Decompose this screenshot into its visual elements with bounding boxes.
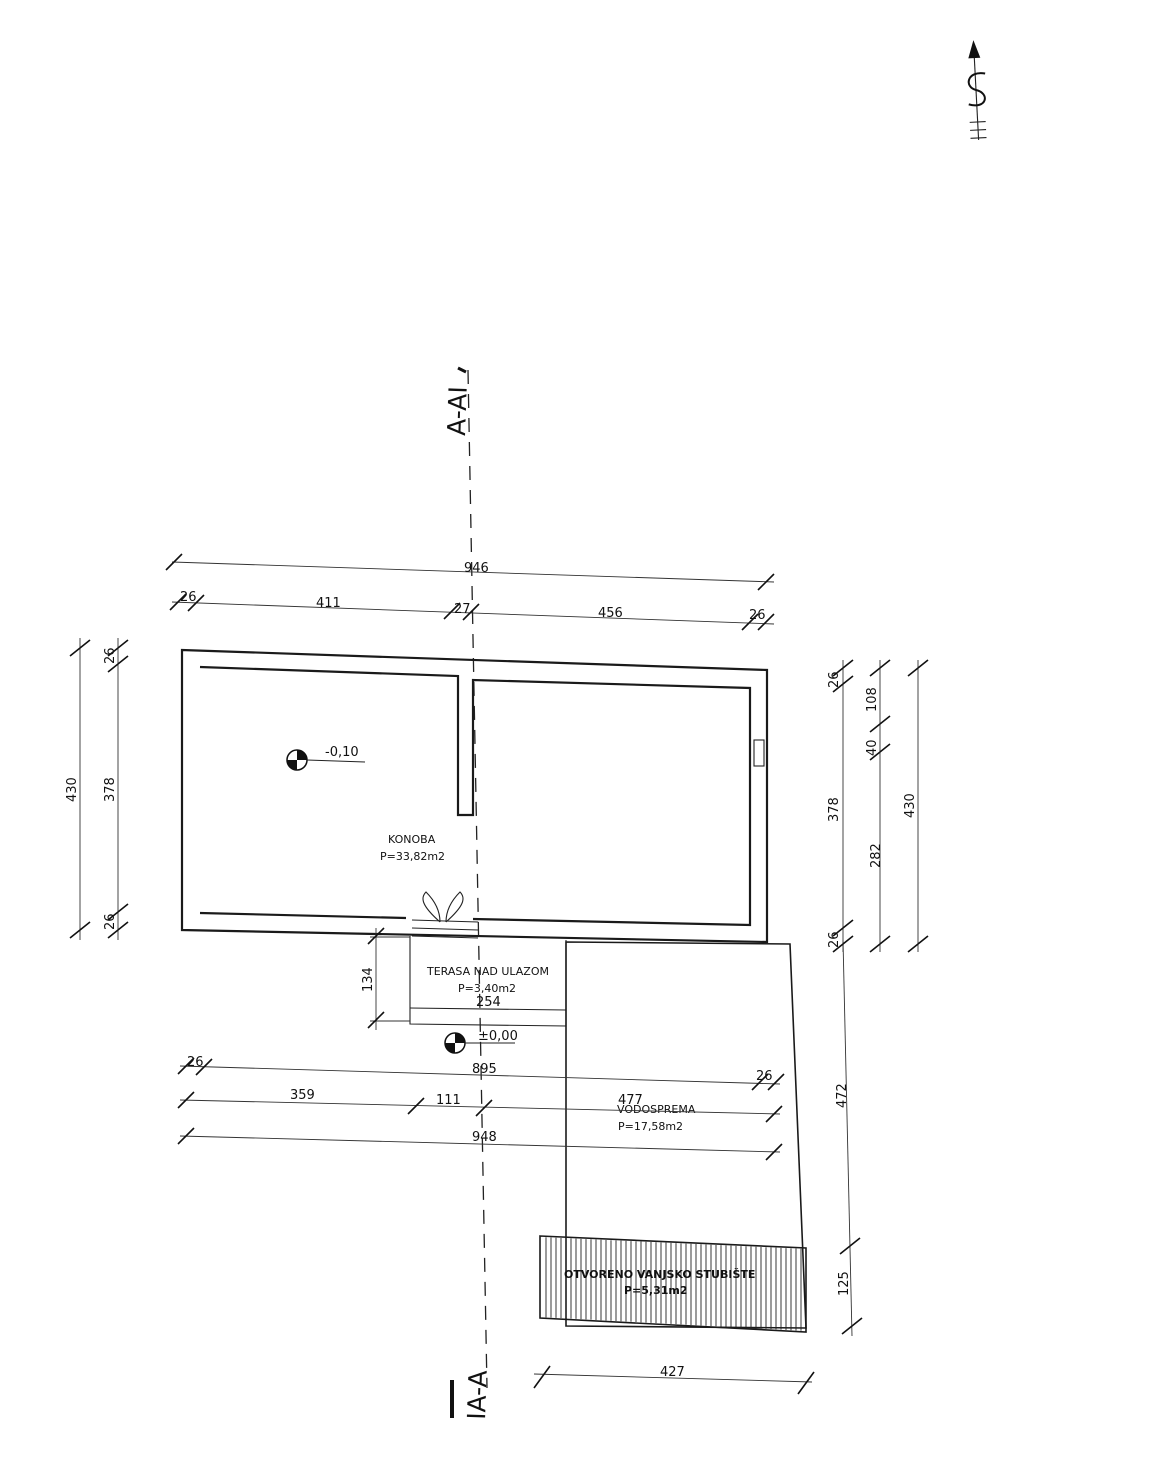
- terasa-area: P=3,40m2: [458, 982, 516, 995]
- dim-right-seg-282: 282: [869, 843, 884, 868]
- terasa-name: TERASA NAD ULAZOM: [426, 965, 549, 978]
- dim-bottom-477: 477: [618, 1093, 643, 1108]
- terasa-outline: [409, 936, 567, 1027]
- dim-bottom-wall-left: 26: [187, 1055, 204, 1070]
- dim-top-partition: 27: [454, 602, 471, 617]
- dim-terrace-depth: 134: [361, 967, 376, 992]
- dim-bottom-wall-right: 26: [756, 1069, 773, 1084]
- dim-left-inner: 378: [103, 777, 118, 802]
- dim-bottom-895: 895: [472, 1062, 497, 1077]
- dim-left-wall-top: 26: [103, 647, 118, 664]
- section-mark-top: A-AI: [442, 386, 473, 436]
- dim-top-total: 946: [464, 561, 489, 576]
- dimension-ticks: [69, 553, 929, 1395]
- dim-tank-472: 472: [835, 1083, 850, 1108]
- dim-right-seg-40: 40: [865, 739, 880, 756]
- level-marker-konoba: [286, 749, 366, 771]
- dim-stair-427: 427: [660, 1365, 685, 1380]
- stubiste-name: OTVORENO VANJSKO STUBIŠTE: [564, 1268, 755, 1281]
- dim-top-room-left: 411: [316, 596, 341, 611]
- stubiste-area: P=5,31m2: [624, 1284, 688, 1297]
- konoba-walls: [180, 648, 769, 944]
- dim-right-total: 430: [903, 793, 918, 818]
- konoba-area: P=33,82m2: [380, 850, 445, 863]
- vodosprema-name: VODOSPREMA: [617, 1103, 696, 1116]
- konoba-name: KONOBA: [388, 833, 436, 846]
- level-konoba: -0,10: [325, 745, 359, 760]
- dim-terrace-width: 254: [476, 995, 501, 1010]
- dimension-lines: [79, 561, 919, 1383]
- dim-bottom-111: 111: [436, 1093, 461, 1108]
- dim-bottom-948: 948: [472, 1130, 497, 1145]
- dim-top-wall-left: 26: [180, 590, 197, 605]
- vodosprema-area: P=17,58m2: [618, 1120, 683, 1133]
- dim-right-inner: 378: [827, 797, 842, 822]
- section-mark-bottom: IA-A: [462, 1370, 493, 1420]
- dim-left-wall-bottom: 26: [103, 913, 118, 930]
- dim-right-wall-top: 26: [827, 671, 842, 688]
- dim-bottom-359: 359: [290, 1088, 315, 1103]
- dim-left-total: 430: [65, 777, 80, 802]
- north-arrow-icon: [967, 40, 987, 140]
- level-entrance: ±0,00: [478, 1029, 518, 1044]
- dim-top-room-right: 456: [598, 606, 623, 621]
- dim-right-wall-bottom: 26: [827, 931, 842, 948]
- dim-top-wall-right: 26: [749, 608, 766, 623]
- dim-stair-125: 125: [837, 1271, 852, 1296]
- dim-right-seg-108: 108: [865, 687, 880, 712]
- level-marker-entrance: [444, 1032, 515, 1054]
- entrance-door: [411, 891, 479, 939]
- section-axis: [450, 366, 488, 1418]
- stair-hatch: [539, 1235, 807, 1333]
